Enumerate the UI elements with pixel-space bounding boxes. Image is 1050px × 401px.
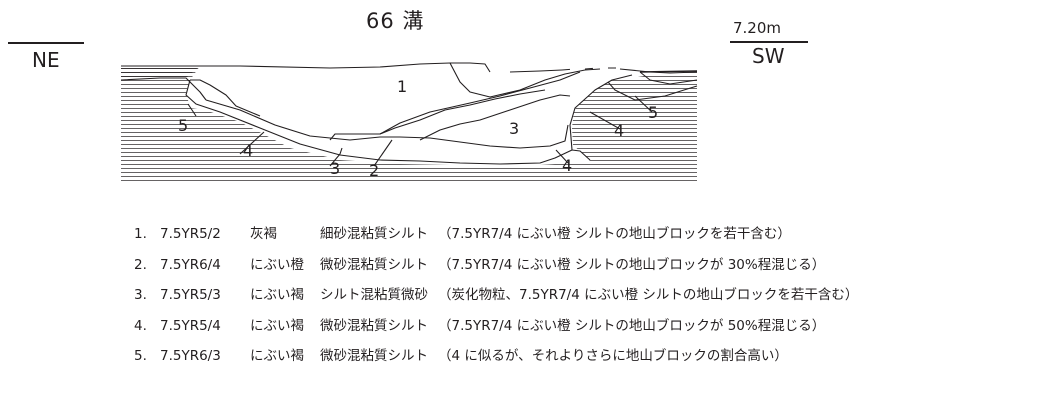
legend-note: （7.5YR7/4 にぶい橙 シルトの地山ブロックが 50%程混じる） [438,317,826,334]
legend-item: 1. 7.5YR5/2 灰褐 細砂混粘質シルト （7.5YR7/4 にぶい橙 シルトの地… [134,224,858,255]
layer-label-4-right: 4 [614,121,624,140]
direction-ne: NE [32,48,60,72]
elevation-label: 7.20m [733,19,782,37]
legend-number: 1. [134,226,147,242]
legend-soil-type: 細砂混粘質シルト [320,226,428,242]
legend-color-name: 灰褐 [250,226,277,242]
legend-munsell-code: 7.5YR6/3 [160,348,221,364]
legend-item: 5. 7.5YR6/3 にぶい褐微砂混粘質シルト （4 に似るが、それよりさらに地山ブ… [134,346,858,377]
natural-soil-hatching [121,66,697,182]
sw-direction-line [730,41,808,43]
layer-label-4-bottom: 4 [562,156,572,175]
layer-label-3-center: 3 [509,119,519,138]
layer-boundaries [120,62,698,167]
layer-label-5-left: 5 [178,116,188,135]
legend-color-name: にぶい橙 [250,256,304,273]
legend-number: 2. [134,256,147,273]
legend-item: 4. 7.5YR5/4 にぶい褐微砂混粘質シルト （7.5YR7/4 にぶい橙 シルト… [134,316,858,347]
legend-soil-type: 微砂混粘質シルト [320,256,428,273]
legend-soil-type: 微砂混粘質シルト [320,348,428,364]
layer-label-3-bottom: 3 [330,159,340,178]
legend-note: （7.5YR7/4 にぶい橙 シルトの地山ブロックを若干含む） [438,226,791,242]
legend-number: 3. [134,287,147,303]
legend-note: （7.5YR7/4 にぶい橙 シルトの地山ブロックが 30%程混じる） [438,256,826,273]
direction-sw: SW [752,44,785,68]
legend-item: 3. 7.5YR5/3 にぶい褐シルト混粘質微砂 （炭化物粒、7.5YR7/4 にぶい… [134,285,858,316]
legend-munsell-code: 7.5YR5/3 [160,287,221,303]
legend-munsell-code: 7.5YR6/4 [160,256,221,273]
legend-number: 4. [134,317,147,334]
legend-color-name: にぶい褐 [250,287,304,303]
layer-number-labels: 1 3 5 4 3 2 4 4 5 [178,77,658,180]
figure-title: 66 溝 [366,9,425,33]
legend-soil-type: 微砂混粘質シルト [320,317,428,334]
legend-soil-type: シルト混粘質微砂 [320,287,428,303]
ditch-section-drawing: 1 3 5 4 3 2 4 4 5 [120,62,698,182]
legend-note: （4 に似るが、それよりさらに地山ブロックの割合高い） [438,348,788,364]
legend-note: （炭化物粒、7.5YR7/4 にぶい橙 シルトの地山ブロックを若干含む） [438,287,859,303]
soil-layer-legend: 1. 7.5YR5/2 灰褐 細砂混粘質シルト （7.5YR7/4 にぶい橙 シルトの地… [134,224,858,377]
legend-item: 2. 7.5YR6/4 にぶい橙微砂混粘質シルト （7.5YR7/4 にぶい橙 シルト… [134,255,858,286]
legend-color-name: にぶい褐 [250,317,304,334]
layer-label-4-left: 4 [243,141,253,160]
legend-munsell-code: 7.5YR5/2 [160,226,221,242]
layer-label-1: 1 [397,77,407,96]
legend-number: 5. [134,348,147,364]
legend-color-name: にぶい褐 [250,348,304,364]
legend-munsell-code: 7.5YR5/4 [160,317,221,334]
layer-label-2-bottom: 2 [369,161,379,180]
layer-label-5-right: 5 [648,103,658,122]
ne-direction-line [8,42,84,44]
